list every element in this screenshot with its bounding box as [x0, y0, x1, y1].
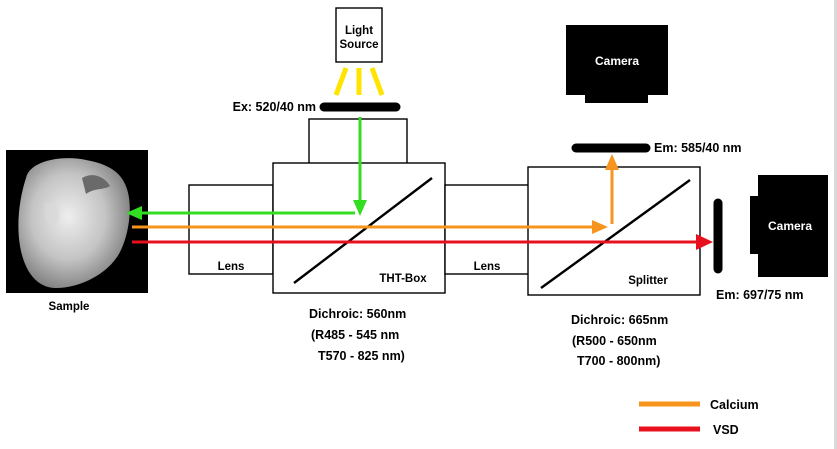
dichroic-1-line3: T570 - 825 nm): [318, 349, 405, 363]
dichroic-1-line1: Dichroic: 560nm: [309, 307, 406, 321]
legend: Calcium VSD: [639, 398, 759, 437]
camera-right-label: Camera: [768, 219, 812, 233]
dichroic-2-line1: Dichroic: 665nm: [571, 313, 668, 327]
light-ray-right: [369, 67, 385, 96]
excitation-filter-label: Ex: 520/40 nm: [233, 100, 316, 114]
dichroic-mirror-2: [540, 179, 691, 289]
emission-filter-top-label: Em: 585/40 nm: [654, 141, 742, 155]
legend-calcium-label: Calcium: [710, 398, 759, 412]
splitter-label: Splitter: [628, 275, 668, 287]
emission-filter-right-label: Em: 697/75 nm: [716, 288, 804, 302]
sample-image: [6, 150, 148, 293]
left-lens-label: Lens: [218, 261, 245, 273]
vsd-emission-path: [132, 234, 713, 250]
light-ray-left: [333, 67, 349, 96]
dichroic-2-line3: T700 - 800nm): [577, 354, 660, 368]
camera-top-label: Camera: [595, 54, 639, 68]
light-source-label-line1: Light: [345, 25, 373, 37]
camera-top: [566, 25, 668, 103]
light-rays: [333, 67, 385, 96]
dichroic-1-line2: (R485 - 545 nm: [311, 328, 399, 342]
left-lens: [188, 184, 274, 275]
excitation-light-path: [126, 117, 367, 220]
tht-box-label: THT-Box: [379, 273, 427, 285]
dichroic-mirror-1: [293, 177, 433, 284]
splitter-box: [527, 166, 701, 296]
middle-lens: [444, 184, 530, 275]
excitation-lens-holder: [308, 118, 408, 165]
sample-label: Sample: [49, 301, 90, 313]
camera-right: [750, 175, 828, 277]
calcium-emission-path: [132, 154, 619, 234]
right-edge-border: [834, 0, 837, 449]
middle-lens-label: Lens: [474, 261, 501, 273]
light-source-label-line2: Source: [340, 39, 379, 51]
legend-vsd-label: VSD: [713, 423, 739, 437]
dichroic-2-line2: (R500 - 650nm: [572, 334, 657, 348]
light-source-box: [335, 7, 383, 63]
